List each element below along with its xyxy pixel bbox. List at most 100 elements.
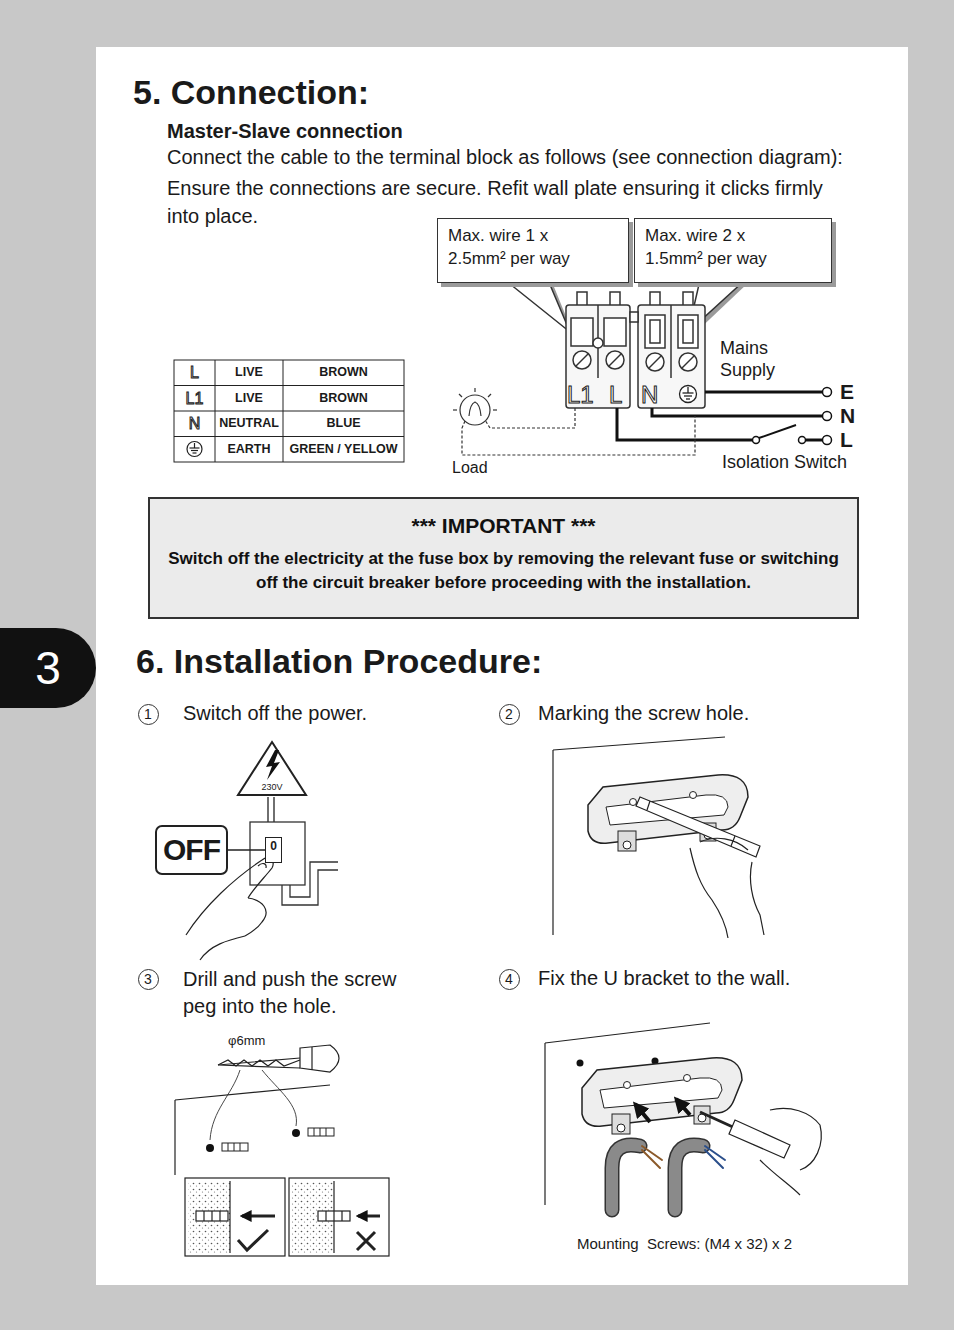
wall xyxy=(175,1085,330,1175)
correct-example xyxy=(196,1211,228,1221)
terminal-block xyxy=(604,318,626,346)
mains-wire xyxy=(617,408,752,440)
table-grid xyxy=(174,360,404,462)
terminal-code: N xyxy=(174,411,215,437)
earth-symbol xyxy=(193,452,197,453)
isolation-switch xyxy=(753,437,760,444)
correct-example xyxy=(188,1181,230,1253)
cable xyxy=(675,1145,703,1210)
earth-symbol xyxy=(686,398,690,399)
subheading: Master-Slave connection xyxy=(167,119,403,143)
terminal-block xyxy=(679,353,697,371)
load-wire xyxy=(485,408,575,428)
drill-hole xyxy=(577,1060,584,1067)
supply-terminal xyxy=(823,436,832,445)
section-heading: 5. Connection: xyxy=(133,72,369,113)
wrong-example xyxy=(358,1215,380,1218)
page-number: 3 xyxy=(35,641,61,695)
wall-plug xyxy=(228,1143,229,1151)
off-label: OFF xyxy=(163,830,220,870)
mains-wire xyxy=(705,391,822,394)
instruction-text: Connect the cable to the terminal block … xyxy=(167,145,843,169)
wrong-example xyxy=(318,1211,350,1221)
earth-symbol xyxy=(194,443,195,448)
table-grid xyxy=(174,385,404,386)
wrong-example xyxy=(325,1211,326,1221)
lamp-symbol xyxy=(459,394,462,397)
switch-label: Isolation Switch xyxy=(722,451,847,473)
terminal-block xyxy=(645,315,665,348)
wrong-example xyxy=(289,1178,389,1256)
wrong-example xyxy=(289,1178,389,1256)
lamp-symbol xyxy=(453,409,457,410)
correct-example xyxy=(219,1211,220,1221)
terminal-block xyxy=(577,292,587,306)
correct-example xyxy=(185,1178,285,1256)
drill-hole xyxy=(292,1129,300,1137)
lightning-symbol xyxy=(266,750,280,780)
wire-size-callout: Max. wire 1 x 2.5mm² per way xyxy=(437,218,629,283)
isolation-switch xyxy=(753,425,806,444)
load-wire xyxy=(462,416,695,455)
guide-line xyxy=(262,1070,296,1126)
screw-arrow xyxy=(635,1104,650,1122)
terminal-block xyxy=(573,351,591,369)
wall-plug xyxy=(326,1128,327,1136)
page-tab: 3 xyxy=(0,628,96,708)
step-text: Switch off the power. xyxy=(183,701,367,725)
supply-wire xyxy=(268,797,274,822)
off-label-box: OFF xyxy=(155,825,228,875)
hand xyxy=(760,1108,821,1195)
wall-plug xyxy=(308,1128,334,1136)
screwdriver xyxy=(729,1120,790,1158)
earth-symbol xyxy=(684,395,692,396)
step-number: 4 xyxy=(505,971,513,987)
earth-symbol xyxy=(683,392,694,393)
lamp-symbol xyxy=(469,402,481,416)
step-number: 1 xyxy=(144,706,152,722)
u-bracket xyxy=(582,1058,742,1134)
drill-hole xyxy=(206,1144,214,1152)
callout-text: Max. wire 2 x 1.5mm² per way xyxy=(645,224,821,270)
terminal-block xyxy=(682,356,694,368)
drill-bit xyxy=(218,1058,300,1068)
terminal-code: L xyxy=(174,360,215,386)
callout-text: Max. wire 1 x 2.5mm² per way xyxy=(448,224,618,270)
screw-spec-label: Mounting Screws: (M4 x 32) x 2 xyxy=(577,1235,792,1253)
guide-line xyxy=(210,1070,296,1140)
supply-terminal xyxy=(823,388,832,445)
wall-plug xyxy=(314,1128,315,1136)
conduit xyxy=(290,862,338,897)
wire-size-callout: Max. wire 2 x 1.5mm² per way xyxy=(634,218,832,283)
terminal-block xyxy=(650,320,660,343)
leader-line xyxy=(228,849,265,850)
earth-symbol xyxy=(190,447,200,448)
callout-pointer xyxy=(505,280,570,332)
pencil xyxy=(647,801,650,810)
warning-heading: *** IMPORTANT *** xyxy=(166,513,841,539)
terminal-block xyxy=(683,320,693,343)
switch-position: 0 xyxy=(266,838,281,854)
lamp-symbol xyxy=(460,395,490,425)
instruction-text: Ensure the connections are secure. Refit… xyxy=(167,174,827,230)
hand xyxy=(690,848,728,938)
warning-text: Switch off the electricity at the fuse b… xyxy=(166,547,841,595)
screw-arrow xyxy=(635,1099,690,1122)
conduit xyxy=(282,862,338,905)
wall-plug xyxy=(222,1143,248,1151)
mains-wire xyxy=(652,408,822,416)
step-number-circle: 3 xyxy=(138,969,159,990)
wall-plug xyxy=(222,1128,334,1151)
terminal-block xyxy=(576,354,588,366)
correct-example xyxy=(211,1211,212,1221)
terminal-block xyxy=(593,338,603,348)
wall xyxy=(544,1043,545,1205)
hand xyxy=(200,936,245,960)
correct-example xyxy=(238,1230,268,1250)
earth-symbol xyxy=(191,450,198,451)
earth-symbol xyxy=(687,387,688,393)
terminal-block xyxy=(649,356,661,368)
table-cell: BLUE xyxy=(283,411,404,437)
